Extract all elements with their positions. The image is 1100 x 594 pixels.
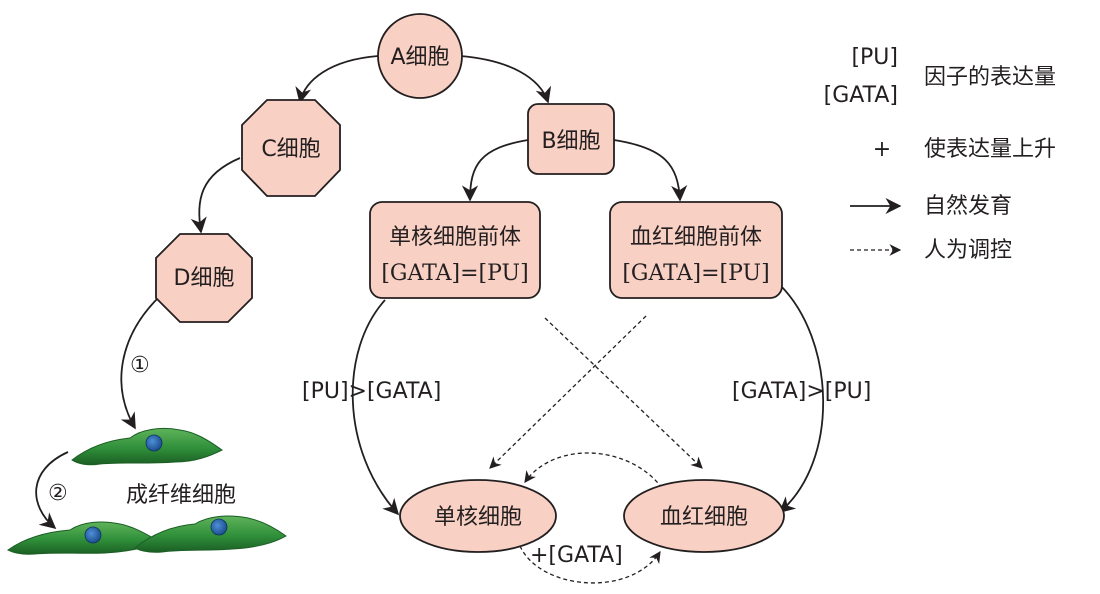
fibroblast-cell-bottom-left (7, 521, 162, 555)
node-erythrocyte-label: 血红细胞 (660, 505, 748, 530)
legend-factor-gata: [GATA] (824, 83, 898, 108)
node-a-cell: A细胞 (377, 13, 463, 99)
arrow-c-to-d (190, 157, 241, 234)
step1-label: ① (130, 353, 150, 378)
node-mono-precursor-line1: 单核细胞前体 (389, 225, 521, 250)
arrow-a-to-c (295, 55, 379, 104)
dashed-arrow-monocyte-to-erythrocyte (519, 545, 661, 584)
step2-label: ② (48, 481, 68, 506)
legend-factor-desc: 因子的表达量 (924, 65, 1056, 90)
fibroblast-nucleus-icon (84, 526, 102, 544)
arrow-d-to-fibroblast (120, 295, 161, 430)
legend-factor-pu: [PU] (851, 45, 898, 70)
fibroblast-label: 成纤维细胞 (126, 483, 236, 508)
dashed-arrow-mono-precursor-to-erythrocyte (544, 317, 703, 469)
node-c-cell-label: C细胞 (261, 137, 320, 162)
node-mono-precursor: 单核细胞前体 [GATA]=[PU] (369, 201, 541, 299)
node-ery-precursor-line1: 血红细胞前体 (630, 225, 762, 250)
legend-solid-desc: 自然发育 (924, 194, 1012, 219)
node-a-cell-label: A细胞 (390, 45, 449, 70)
fibroblast-nucleus-icon (145, 434, 163, 452)
node-b-cell-label: B细胞 (541, 129, 600, 154)
legend: [PU] [GATA] 因子的表达量 + 使表达量上升 自然发育 人为调控 (824, 45, 1056, 263)
fibroblast-nucleus-icon (210, 518, 228, 536)
node-ery-precursor-line2: [GATA]=[PU] (622, 261, 769, 286)
arrow-fibroblast-division (35, 451, 69, 530)
node-c-cell: C细胞 (241, 99, 341, 197)
node-d-cell-label: D细胞 (174, 266, 235, 291)
dashed-arrow-ery-precursor-to-monocyte (489, 315, 647, 469)
legend-plus-symbol: + (873, 137, 891, 162)
fibroblast-cell-bottom-right (134, 515, 287, 553)
bottom-condition-label: +[GATA] (530, 543, 623, 568)
arrow-b-to-mono-precursor (461, 139, 529, 202)
arrow-a-to-b (459, 55, 552, 104)
arrow-ery-precursor-to-erythrocyte (778, 284, 824, 514)
node-mono-precursor-line2: [GATA]=[PU] (381, 261, 528, 286)
node-ery-precursor: 血红细胞前体 [GATA]=[PU] (609, 201, 783, 299)
arrow-b-to-ery-precursor (613, 139, 688, 202)
legend-dashed-desc: 人为调控 (924, 238, 1012, 263)
node-monocyte-label: 单核细胞 (434, 505, 522, 530)
left-condition-label: [PU]>[GATA] (302, 379, 441, 404)
legend-plus-desc: 使表达量上升 (924, 137, 1056, 162)
right-condition-label: [GATA]>[PU] (732, 379, 871, 404)
dashed-arrow-erythrocyte-to-monocyte (524, 452, 663, 489)
node-d-cell: D细胞 (155, 233, 253, 323)
node-monocyte: 单核细胞 (399, 479, 557, 553)
arrow-mono-precursor-to-monocyte (351, 299, 400, 516)
node-erythrocyte: 血红细胞 (623, 479, 785, 553)
node-b-cell: B细胞 (527, 103, 615, 175)
fibroblast-cell-top (71, 427, 223, 466)
